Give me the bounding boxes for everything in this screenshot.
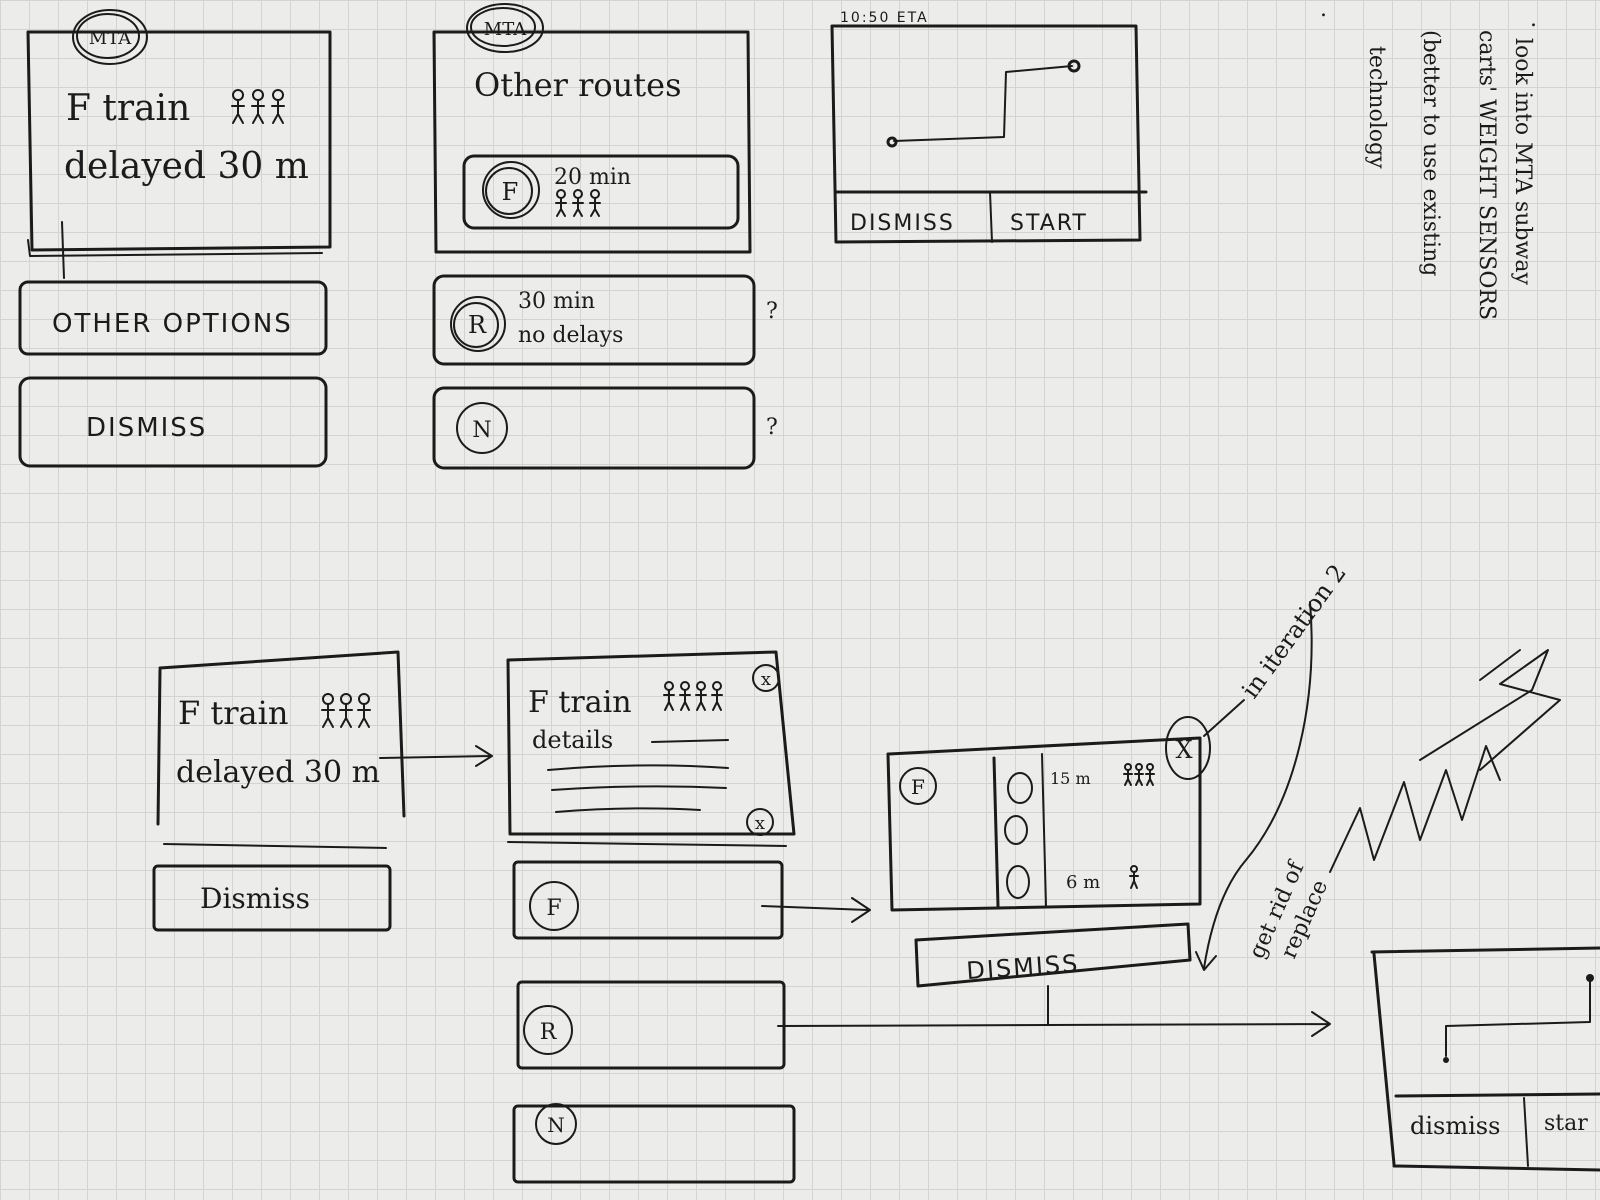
svg-text:DISMISS: DISMISS xyxy=(86,413,207,443)
iter2-details-card xyxy=(506,650,796,847)
svg-text:DISMISS: DISMISS xyxy=(850,211,955,236)
svg-text:MTA: MTA xyxy=(89,28,132,49)
details-subtitle: details xyxy=(532,726,613,754)
svg-text:R: R xyxy=(540,1020,558,1045)
routes-title: Other routes xyxy=(474,66,682,104)
mta-logo: MTA xyxy=(466,3,544,53)
route-time: 30 min xyxy=(518,289,595,314)
close-icon[interactable]: x xyxy=(746,808,774,836)
close-icon[interactable]: X xyxy=(1165,716,1211,780)
car-wait-time: 15 m xyxy=(1050,769,1091,788)
route-option-r[interactable]: R 30 min no delays xyxy=(432,274,756,366)
question-mark: ? xyxy=(766,415,778,440)
n-badge: N xyxy=(472,418,491,443)
svg-text:carts' WEIGHT SENSORS: carts' WEIGHT SENSORS xyxy=(1474,30,1499,320)
iter2-alert-title: F train xyxy=(178,694,288,732)
crowd-icon xyxy=(231,89,285,124)
iter2-route-n[interactable]: N xyxy=(512,1103,796,1184)
flow-arrow xyxy=(379,745,493,767)
svg-text:Dismiss: Dismiss xyxy=(200,882,310,915)
r-badge: R xyxy=(468,311,487,339)
details-title: F train xyxy=(528,685,632,720)
crowd-icon xyxy=(663,681,723,711)
iter2-map-card xyxy=(1370,946,1600,1172)
iter2-alert-card xyxy=(156,650,406,849)
iter2-route-r[interactable]: R xyxy=(516,980,786,1070)
iter2-train-card xyxy=(886,736,1202,912)
dismiss-button[interactable]: DISMISS xyxy=(18,376,328,468)
car-wait-time: 6 m xyxy=(1066,872,1100,893)
svg-text:x: x xyxy=(755,813,765,834)
svg-text:F: F xyxy=(911,775,925,799)
svg-text:in iteration 2: in iteration 2 xyxy=(1236,559,1352,703)
detail-lines xyxy=(547,739,729,813)
f-badge: F xyxy=(502,178,519,206)
train-car-indicators xyxy=(1004,772,1033,899)
crowd-icon xyxy=(555,189,601,217)
scribble-icon xyxy=(1329,649,1561,873)
svg-text:DISMISS: DISMISS xyxy=(965,949,1080,985)
person-icon xyxy=(1129,865,1139,889)
margin-notes: . . look into MTA subway carts' WEIGHT S… xyxy=(1320,0,1537,320)
svg-text:star: star xyxy=(1544,1111,1588,1136)
start-button[interactable]: START xyxy=(1010,211,1088,236)
svg-text:START: START xyxy=(1010,211,1088,236)
svg-text:x: x xyxy=(761,669,771,690)
svg-text:(better to use existing: (better to use existing xyxy=(1418,30,1443,276)
crowd-icon xyxy=(1123,763,1155,786)
iter2-train-dismiss-button[interactable]: DISMISS xyxy=(914,922,1192,988)
alert-delay-text: delayed 30 m xyxy=(64,146,309,187)
question-mark: ? xyxy=(766,299,778,324)
svg-text:OTHER OPTIONS: OTHER OPTIONS xyxy=(52,309,293,339)
svg-text:MTA: MTA xyxy=(484,19,527,40)
route-option-n[interactable]: N xyxy=(432,386,756,470)
svg-text:dismiss: dismiss xyxy=(1410,1112,1500,1140)
alert-card xyxy=(26,30,332,279)
close-icon[interactable]: x xyxy=(752,664,780,692)
f-badge: F xyxy=(899,767,937,805)
iter2-dismiss-button[interactable]: Dismiss xyxy=(152,864,392,932)
get-rid-annotation: get rid of replace xyxy=(1245,857,1334,963)
eta-label: 10:50 ETA xyxy=(840,10,929,26)
iter2-alert-delay: delayed 30 m xyxy=(176,755,380,790)
routes-card xyxy=(432,30,752,254)
svg-text:X: X xyxy=(1175,736,1192,764)
flow-arrow xyxy=(777,1011,1331,1037)
route-option-f[interactable]: F 20 min xyxy=(462,154,740,230)
iter2-map-start-button[interactable]: star xyxy=(1544,1111,1588,1136)
flow-arrow xyxy=(761,897,871,923)
route-status: no delays xyxy=(518,323,623,348)
svg-text:.: . xyxy=(1530,7,1537,32)
other-options-button[interactable]: OTHER OPTIONS xyxy=(18,280,328,356)
map-dismiss-button[interactable]: DISMISS xyxy=(850,191,993,243)
svg-text:look into MTA subway: look into MTA subway xyxy=(1510,38,1535,286)
iter2-route-f[interactable]: F xyxy=(512,860,784,940)
svg-text:technology: technology xyxy=(1364,46,1389,169)
svg-text:N: N xyxy=(547,1113,565,1137)
svg-text:.: . xyxy=(1320,0,1327,22)
alert-title: F train xyxy=(66,88,190,129)
map-card xyxy=(830,24,1148,244)
mta-logo: MTA xyxy=(72,9,148,65)
route-time: 20 min xyxy=(554,165,631,190)
iter2-map-dismiss-button[interactable]: dismiss xyxy=(1410,1112,1500,1140)
crowd-icon xyxy=(321,693,371,728)
svg-text:F: F xyxy=(546,896,561,921)
